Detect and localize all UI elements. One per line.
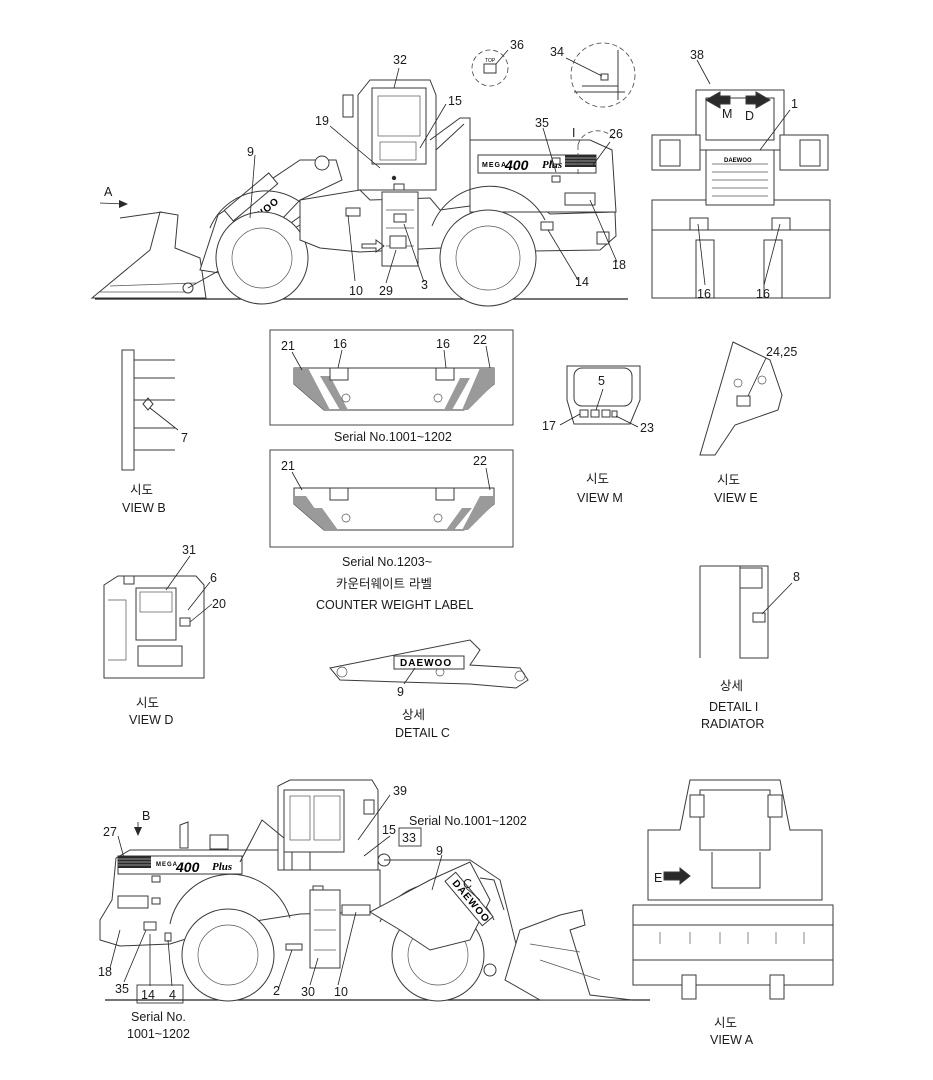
- rear-serial-range: 1001~1202: [127, 1027, 190, 1041]
- callout-35: 35: [535, 116, 549, 130]
- counterweight-label-panel-1: 21 16 16 22 Serial No.1001~1202: [269, 329, 514, 444]
- view-b-marker: B: [142, 809, 150, 823]
- view-a-marker: A: [104, 185, 113, 199]
- callout-1: 1: [791, 97, 798, 111]
- rear-mega-text: MEGA: [156, 862, 178, 868]
- detail-c-brand-text: DAEWOO: [400, 658, 452, 669]
- view-a-drawing: E 시도 VIEW A: [632, 779, 834, 1047]
- callout-10-rear: 10: [334, 985, 348, 999]
- callout-18: 18: [612, 258, 626, 272]
- counterweight-serial-2: Serial No.1203~: [342, 555, 432, 569]
- callout-14: 14: [575, 275, 589, 289]
- callout-9-rear: 9: [436, 844, 443, 858]
- counterweight-label-panel-2: 21 22 Serial No.1203~ 카운터웨이트 라벨 COUNTER …: [269, 449, 514, 612]
- view-e-marker: E: [654, 871, 662, 885]
- rear-model-text: 400: [175, 859, 200, 875]
- callout-18-rear: 18: [98, 965, 112, 979]
- view-m-caption: VIEW M: [577, 491, 623, 505]
- view-d-drawing: 31 6 20 시도 VIEW D: [103, 543, 226, 727]
- detail-i-drawing: 8 상세 DETAIL I RADIATOR: [699, 565, 800, 731]
- loader-left-side-view: DAEWOO MEGA 400 Plus: [90, 53, 628, 307]
- view-m-drawing: 5 17 23 시도 VIEW M: [542, 365, 654, 505]
- view-a-caption: VIEW A: [710, 1033, 754, 1047]
- callout-15-rear: 15: [382, 823, 396, 837]
- loader-front-view: DAEWOO 38 1 M D 16 16: [651, 48, 831, 301]
- view-e-caption: VIEW E: [714, 491, 758, 505]
- callout-33: 33: [402, 831, 416, 845]
- view-d-caption-kr: 시도: [136, 695, 159, 710]
- callout-10: 10: [349, 284, 363, 298]
- view-b-caption: VIEW B: [122, 501, 166, 515]
- rear-serial-label: Serial No.: [131, 1010, 186, 1024]
- callout-23: 23: [640, 421, 654, 435]
- detail-c-drawing: DAEWOO 9 상세 DETAIL C: [329, 639, 529, 740]
- counterweight-caption-kr: 카운터웨이트 라벨: [336, 576, 432, 591]
- callout-31: 31: [182, 543, 196, 557]
- top-label-text: TOP: [485, 58, 496, 64]
- detail-i-radiator-caption: RADIATOR: [701, 717, 764, 731]
- rear-plus-text: Plus: [212, 861, 232, 873]
- view-b-drawing: 7 시도 VIEW B: [121, 349, 188, 515]
- callout-30: 30: [301, 985, 315, 999]
- callout-27: 27: [103, 825, 117, 839]
- detail-circle-36: TOP 36: [471, 38, 524, 87]
- callout-7: 7: [181, 431, 188, 445]
- callout-16-front-right: 16: [756, 287, 770, 301]
- callout-6: 6: [210, 571, 217, 585]
- callout-26: 26: [609, 127, 623, 141]
- view-b-caption-kr: 시도: [130, 482, 153, 497]
- callout-21-panel-1: 21: [281, 339, 295, 353]
- callout-38: 38: [690, 48, 704, 62]
- callout-5: 5: [598, 374, 605, 388]
- callout-29: 29: [379, 284, 393, 298]
- callout-21-panel-2: 21: [281, 459, 295, 473]
- hood-mega-text: MEGA: [482, 162, 507, 169]
- detail-i-marker: I: [572, 126, 575, 140]
- detail-i-caption: DETAIL I: [709, 700, 758, 714]
- counterweight-serial-1: Serial No.1001~1202: [334, 430, 452, 444]
- callout-24-25: 24,25: [766, 345, 797, 359]
- callout-2: 2: [273, 984, 280, 998]
- view-d-caption: VIEW D: [129, 713, 173, 727]
- rear-serial-note: Serial No.1001~1202: [409, 814, 527, 828]
- callout-20: 20: [212, 597, 226, 611]
- detail-circle-34: 34: [550, 42, 636, 108]
- callout-36: 36: [510, 38, 524, 52]
- front-brand-text: DAEWOO: [724, 158, 752, 164]
- callout-8: 8: [793, 570, 800, 584]
- callout-22-panel-2: 22: [473, 454, 487, 468]
- callout-16-front-left: 16: [697, 287, 711, 301]
- callout-14-rear: 14: [141, 988, 155, 1002]
- callout-35-rear: 35: [115, 982, 129, 996]
- view-a-caption-kr: 시도: [714, 1015, 737, 1030]
- callout-9-detail-c: 9: [397, 685, 404, 699]
- view-e-caption-kr: 시도: [717, 472, 740, 487]
- detail-c-caption-kr: 상세: [402, 707, 425, 722]
- hood-model-text: 400: [504, 157, 529, 173]
- detail-i-caption-kr: 상세: [720, 678, 743, 693]
- callout-16-panel-1-right: 16: [436, 337, 450, 351]
- view-m-marker: M: [722, 107, 732, 121]
- view-d-marker: D: [745, 109, 754, 123]
- loader-right-side-view: MEGA 400 Plus DAEWOO: [98, 779, 650, 1041]
- callout-19: 19: [315, 114, 329, 128]
- callout-15: 15: [448, 94, 462, 108]
- counterweight-caption: COUNTER WEIGHT LABEL: [316, 598, 473, 612]
- callout-9: 9: [247, 145, 254, 159]
- callout-39: 39: [393, 784, 407, 798]
- detail-c-caption: DETAIL C: [395, 726, 450, 740]
- callout-32: 32: [393, 53, 407, 67]
- view-e-drawing: 24,25 시도 VIEW E: [699, 341, 797, 505]
- callout-4: 4: [169, 988, 176, 1002]
- callout-16-panel-1-left: 16: [333, 337, 347, 351]
- callout-17: 17: [542, 419, 556, 433]
- detail-c-marker: C: [463, 877, 472, 891]
- callout-3: 3: [421, 278, 428, 292]
- callout-34: 34: [550, 45, 564, 59]
- view-m-caption-kr: 시도: [586, 471, 609, 486]
- callout-22-panel-1: 22: [473, 333, 487, 347]
